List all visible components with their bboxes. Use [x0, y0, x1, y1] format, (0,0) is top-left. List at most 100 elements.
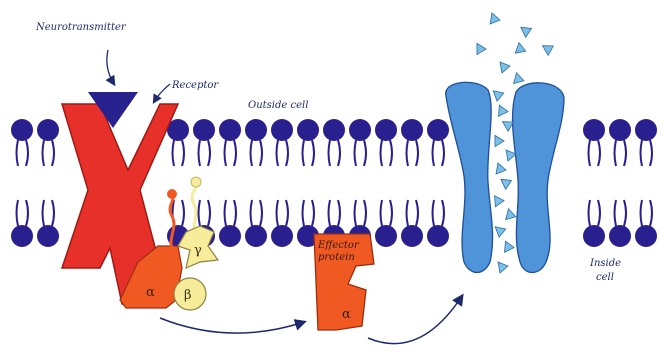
activation-arrow-1	[160, 318, 304, 333]
phospholipid-head	[219, 225, 241, 247]
phospholipid-tail	[286, 200, 288, 226]
phospholipid-head	[401, 225, 423, 247]
phospholipid-head	[401, 119, 423, 141]
ion-particle	[495, 225, 507, 238]
phospholipid-tail	[182, 200, 184, 226]
phospholipid-tail	[338, 140, 340, 166]
phospholipid-tail	[624, 200, 626, 226]
phospholipid-head	[271, 225, 293, 247]
phospholipid-tail	[199, 140, 201, 166]
phospholipid-head	[427, 225, 449, 247]
phospholipid-head	[11, 119, 33, 141]
phospholipid-tail	[234, 200, 236, 226]
receptor-pointer	[154, 84, 170, 102]
phospholipid-tail	[43, 140, 45, 166]
phospholipid-head	[245, 225, 267, 247]
phospholipid-tail	[364, 200, 366, 226]
g-beta-label: β	[184, 288, 192, 303]
phospholipid-tail	[390, 140, 392, 166]
phospholipid-head	[271, 119, 293, 141]
phospholipid-tail	[598, 200, 600, 226]
phospholipid-tail	[182, 140, 184, 166]
phospholipid-tail	[234, 140, 236, 166]
phospholipid-tail	[615, 140, 617, 166]
phospholipid-tail	[381, 140, 383, 166]
ion-particle	[521, 25, 534, 38]
phospholipid-tail	[199, 200, 201, 226]
phospholipid-tail	[416, 140, 418, 166]
phospholipid-head	[375, 119, 397, 141]
effector-label-line2: protein	[318, 252, 355, 263]
phospholipid-tail	[338, 200, 340, 226]
phospholipid-tail	[589, 200, 591, 226]
phospholipid-tail	[251, 140, 253, 166]
phospholipid-head	[37, 225, 59, 247]
phospholipid-tail	[277, 200, 279, 226]
phospholipid-tail	[598, 140, 600, 166]
ion-particle	[543, 42, 556, 56]
phospholipid-tail	[43, 200, 45, 226]
phospholipid-head	[37, 119, 59, 141]
effector-label-line1: Effector	[317, 240, 360, 251]
phospholipid-tail	[260, 140, 262, 166]
ion-particle	[497, 105, 510, 118]
g-protein-beta-subunit: β	[174, 278, 206, 310]
phospholipid-tail	[286, 140, 288, 166]
phospholipid-tail	[17, 200, 19, 226]
ion-particle	[498, 262, 508, 273]
phospholipid-tail	[641, 140, 643, 166]
phospholipid-tail	[312, 200, 314, 226]
phospholipid-tail	[26, 140, 28, 166]
phospholipid-tail	[442, 140, 444, 166]
phospholipid-tail	[52, 200, 54, 226]
phospholipid-tail	[26, 200, 28, 226]
phospholipid-head	[583, 119, 605, 141]
phospholipid-tail	[624, 140, 626, 166]
ion-particle	[494, 163, 507, 177]
phospholipid-tail	[17, 140, 19, 166]
receptor-label: Receptor	[171, 80, 219, 91]
phospholipid-head	[375, 225, 397, 247]
g-gamma-label: γ	[194, 243, 202, 258]
phospholipid-tail	[433, 140, 435, 166]
ion-particle	[475, 43, 487, 56]
phospholipid-tail	[615, 200, 617, 226]
phospholipid-tail	[251, 200, 253, 226]
phospholipid-tail	[650, 200, 652, 226]
ion-particle	[493, 89, 505, 102]
phospholipid-tail	[312, 140, 314, 166]
phospholipid-tail	[416, 200, 418, 226]
phospholipid-tail	[208, 140, 210, 166]
phospholipid-head	[219, 119, 241, 141]
phospholipid-tail	[277, 140, 279, 166]
g-alpha-label: α	[146, 285, 155, 300]
phospholipid-head	[349, 119, 371, 141]
phospholipid-tail	[329, 140, 331, 166]
phospholipid-head	[245, 119, 267, 141]
phospholipid-tail	[303, 200, 305, 226]
phospholipid-tail	[390, 200, 392, 226]
ion-particle	[503, 241, 516, 254]
ion-particle	[493, 135, 505, 148]
phospholipid-tail	[260, 200, 262, 226]
phospholipid-tail	[208, 200, 210, 226]
ion-particle	[493, 196, 504, 208]
phospholipid-tail	[433, 200, 435, 226]
phospholipid-head	[609, 225, 631, 247]
phospholipid-head	[635, 225, 657, 247]
ion-particle	[500, 62, 510, 73]
effector-alpha-label: α	[342, 307, 351, 322]
effector-protein: Effector protein α	[314, 234, 374, 330]
phospholipid-tail	[329, 200, 331, 226]
neurotransmitter-pointer	[107, 50, 114, 84]
phospholipid-tail	[173, 140, 175, 166]
phospholipid-tail	[407, 200, 409, 226]
phospholipid-head	[635, 119, 657, 141]
ion-particle	[488, 13, 501, 27]
inside-cell-label-line1: Inside	[589, 258, 621, 269]
phospholipid-head	[427, 119, 449, 141]
phospholipid-tail	[641, 200, 643, 226]
phospholipid-tail	[303, 140, 305, 166]
phospholipid-tail	[364, 140, 366, 166]
